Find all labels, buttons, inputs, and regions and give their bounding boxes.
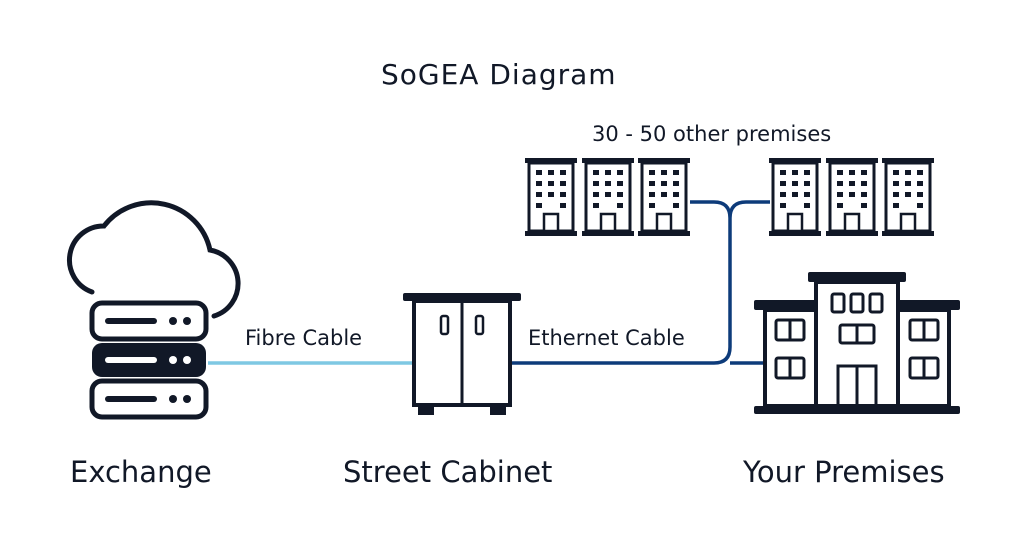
apartment-building-icon: [523, 156, 579, 238]
diagram-title: SoGEA Diagram: [381, 58, 617, 91]
other-premises-label: 30 - 50 other premises: [592, 122, 832, 146]
your-premises-label: Your Premises: [743, 455, 945, 489]
ethernet-cable-line: [508, 200, 770, 365]
apartment-building-icon: [880, 156, 936, 238]
ethernet-cable-label: Ethernet Cable: [528, 326, 685, 350]
street-cabinet-label: Street Cabinet: [343, 455, 553, 489]
apartment-building-icon: [824, 156, 880, 238]
office-building-icon: [754, 272, 960, 414]
apartment-building-icon: [636, 156, 692, 238]
exchange-label: Exchange: [70, 455, 212, 489]
apartment-building-icon: [767, 156, 823, 238]
street-cabinet-icon: [403, 293, 521, 415]
cloud-server-icon: [67, 200, 241, 420]
apartment-building-icon: [580, 156, 636, 238]
fibre-cable-label: Fibre Cable: [245, 326, 363, 350]
